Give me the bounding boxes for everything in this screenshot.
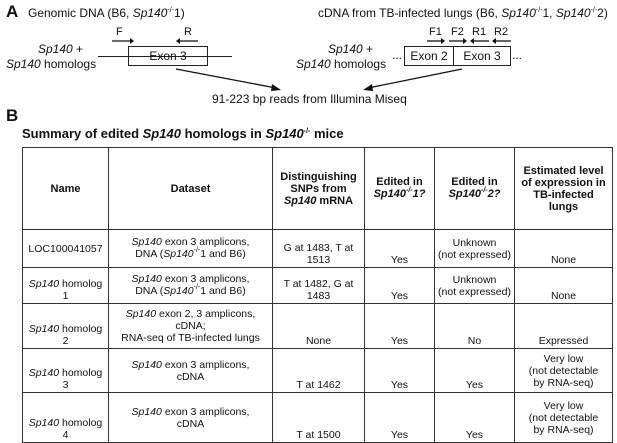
cell-dataset: Sp140 exon 3 amplicons,DNA (Sp140-/-1 an… bbox=[108, 267, 273, 304]
cell-dataset: Sp140 exon 2, 3 amplicons,cDNA;RNA-seq o… bbox=[108, 303, 273, 349]
header-expression: Estimated level of expression in TB-infe… bbox=[514, 147, 613, 230]
cell-edited2: Yes bbox=[434, 348, 515, 393]
left-sp140-label: Sp140 + bbox=[38, 42, 84, 56]
left-ellipsis: ... bbox=[392, 48, 403, 62]
converging-arrows bbox=[175, 68, 463, 91]
primer-f1-label: F1 bbox=[429, 26, 442, 38]
cell-snps: T at 1500 bbox=[272, 392, 365, 443]
cell-snps: G at 1483, T at 1513 bbox=[272, 229, 365, 268]
cell-name: Sp140 homolog 1 bbox=[22, 267, 109, 304]
cdna-exon3-box: Exon 3 bbox=[453, 46, 511, 66]
panel-b-letter: B bbox=[6, 106, 19, 125]
table-row: LOC100041057 Sp140 exon 3 amplicons,DNA … bbox=[22, 229, 613, 268]
primer-f2-arrow bbox=[449, 38, 467, 44]
primer-f-label: F bbox=[116, 26, 123, 38]
genomic-dna-title: Genomic DNA (B6, Sp140-/-1) bbox=[28, 6, 185, 20]
cell-edited2: Unknown(not expressed) bbox=[434, 229, 515, 268]
header-dataset: Dataset bbox=[108, 147, 273, 230]
genomic-line bbox=[98, 56, 232, 57]
cell-edited1: Yes bbox=[364, 229, 435, 268]
panel-a-letter: A bbox=[6, 2, 19, 21]
left-homologs-label: Sp140 homologs bbox=[6, 57, 97, 71]
cell-name: Sp140 homolog 3 bbox=[22, 348, 109, 393]
cell-name: Sp140 homolog 2 bbox=[22, 303, 109, 349]
primer-f1-arrow bbox=[427, 38, 445, 44]
primer-r-label: R bbox=[184, 26, 192, 38]
primer-r2-label: R2 bbox=[494, 26, 509, 38]
cell-edited2: Unknown(not expressed) bbox=[434, 267, 515, 304]
primer-f2-label: F2 bbox=[451, 26, 464, 38]
genomic-exon3-box: Exon 3 bbox=[128, 46, 208, 66]
table-row: Sp140 homolog 1 Sp140 exon 3 amplicons,D… bbox=[22, 267, 613, 304]
cell-snps: T at 1482, G at 1483 bbox=[272, 267, 365, 304]
right-homologs-label: Sp140 homologs bbox=[296, 57, 387, 71]
cell-edited2: Yes bbox=[434, 392, 515, 443]
header-name: Name bbox=[22, 147, 109, 230]
primer-r-arrow bbox=[176, 38, 198, 44]
cell-dataset: Sp140 exon 3 amplicons,cDNA bbox=[108, 392, 273, 443]
cell-name: LOC100041057 bbox=[22, 229, 109, 268]
cell-expression: None bbox=[514, 267, 613, 304]
cell-dataset: Sp140 exon 3 amplicons,DNA (Sp140-/-1 an… bbox=[108, 229, 273, 268]
reads-label: 91-223 bp reads from Illumina Miseq bbox=[212, 92, 407, 106]
cdna-title: cDNA from TB-infected lungs (B6, Sp140-/… bbox=[318, 6, 608, 20]
cell-edited1: Yes bbox=[364, 303, 435, 349]
cell-name: Sp140 homolog 4 bbox=[22, 392, 109, 443]
primer-r1-label: R1 bbox=[472, 26, 487, 38]
cell-snps: T at 1462 bbox=[272, 348, 365, 393]
cell-edited1: Yes bbox=[364, 392, 435, 443]
table-row: Sp140 homolog 3 Sp140 exon 3 amplicons,c… bbox=[22, 348, 613, 393]
cell-snps: None bbox=[272, 303, 365, 349]
right-ellipsis: ... bbox=[512, 48, 523, 62]
primer-r2-arrow bbox=[492, 38, 511, 44]
table-row: Sp140 homolog 4 Sp140 exon 3 amplicons,c… bbox=[22, 392, 613, 443]
panel-b-title: Summary of edited Sp140 homologs in Sp14… bbox=[22, 126, 344, 141]
right-sp140-label: Sp140 + bbox=[328, 42, 374, 56]
cell-edited2: No bbox=[434, 303, 515, 349]
table-row: Sp140 homolog 2 Sp140 exon 2, 3 amplicon… bbox=[22, 303, 613, 349]
primer-f-arrow bbox=[112, 38, 134, 44]
cell-edited1: Yes bbox=[364, 267, 435, 304]
cell-expression: Expressed bbox=[514, 303, 613, 349]
cell-dataset: Sp140 exon 3 amplicons,cDNA bbox=[108, 348, 273, 393]
cell-expression: None bbox=[514, 229, 613, 268]
cell-edited1: Yes bbox=[364, 348, 435, 393]
primer-r1-arrow bbox=[470, 38, 489, 44]
